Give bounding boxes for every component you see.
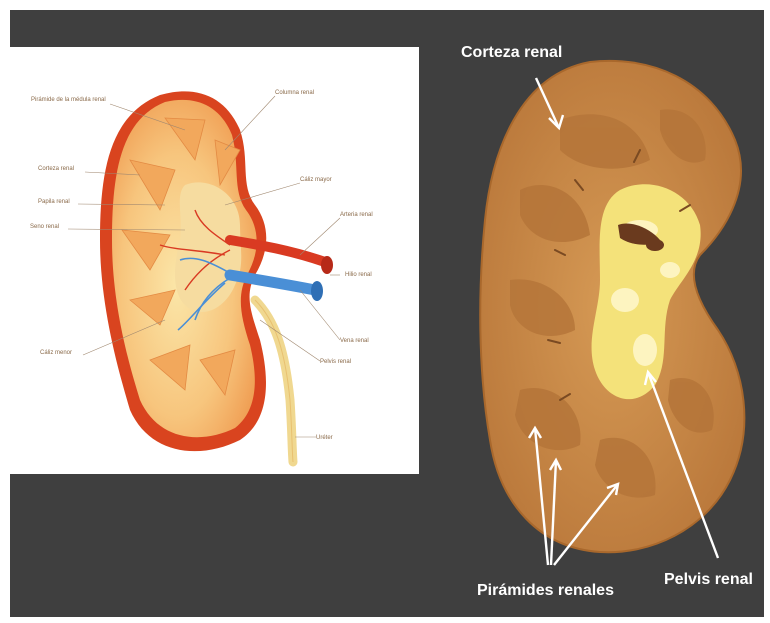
label-papila-renal: Papila renal <box>38 199 70 205</box>
kidney-illustration: Pirámide de la médula renal Columna rena… <box>30 90 373 462</box>
label-pelvis-renal-diagram: Pelvis renal <box>320 359 351 365</box>
label-piramide-medula: Pirámide de la médula renal <box>31 97 106 103</box>
label-corteza-renal-diagram: Corteza renal <box>38 166 74 172</box>
label-corteza-renal-photo: Corteza renal <box>461 44 562 61</box>
label-vena-renal: Vena renal <box>340 338 369 344</box>
kidney-photo: Corteza renal Pirámides renales Pelvis r… <box>461 44 753 599</box>
label-caliz-mayor: Cáliz mayor <box>300 177 332 183</box>
label-hilio-renal: Hilio renal <box>345 272 372 278</box>
label-arteria-renal: Arteria renal <box>340 212 373 218</box>
label-piramides-renales: Pirámides renales <box>477 582 614 599</box>
label-ureter: Uréter <box>316 435 333 441</box>
label-caliz-menor: Cáliz menor <box>40 350 72 356</box>
label-seno-renal: Seno renal <box>30 224 59 230</box>
label-columna-renal: Columna renal <box>275 90 314 96</box>
label-pelvis-renal-photo: Pelvis renal <box>664 571 753 588</box>
